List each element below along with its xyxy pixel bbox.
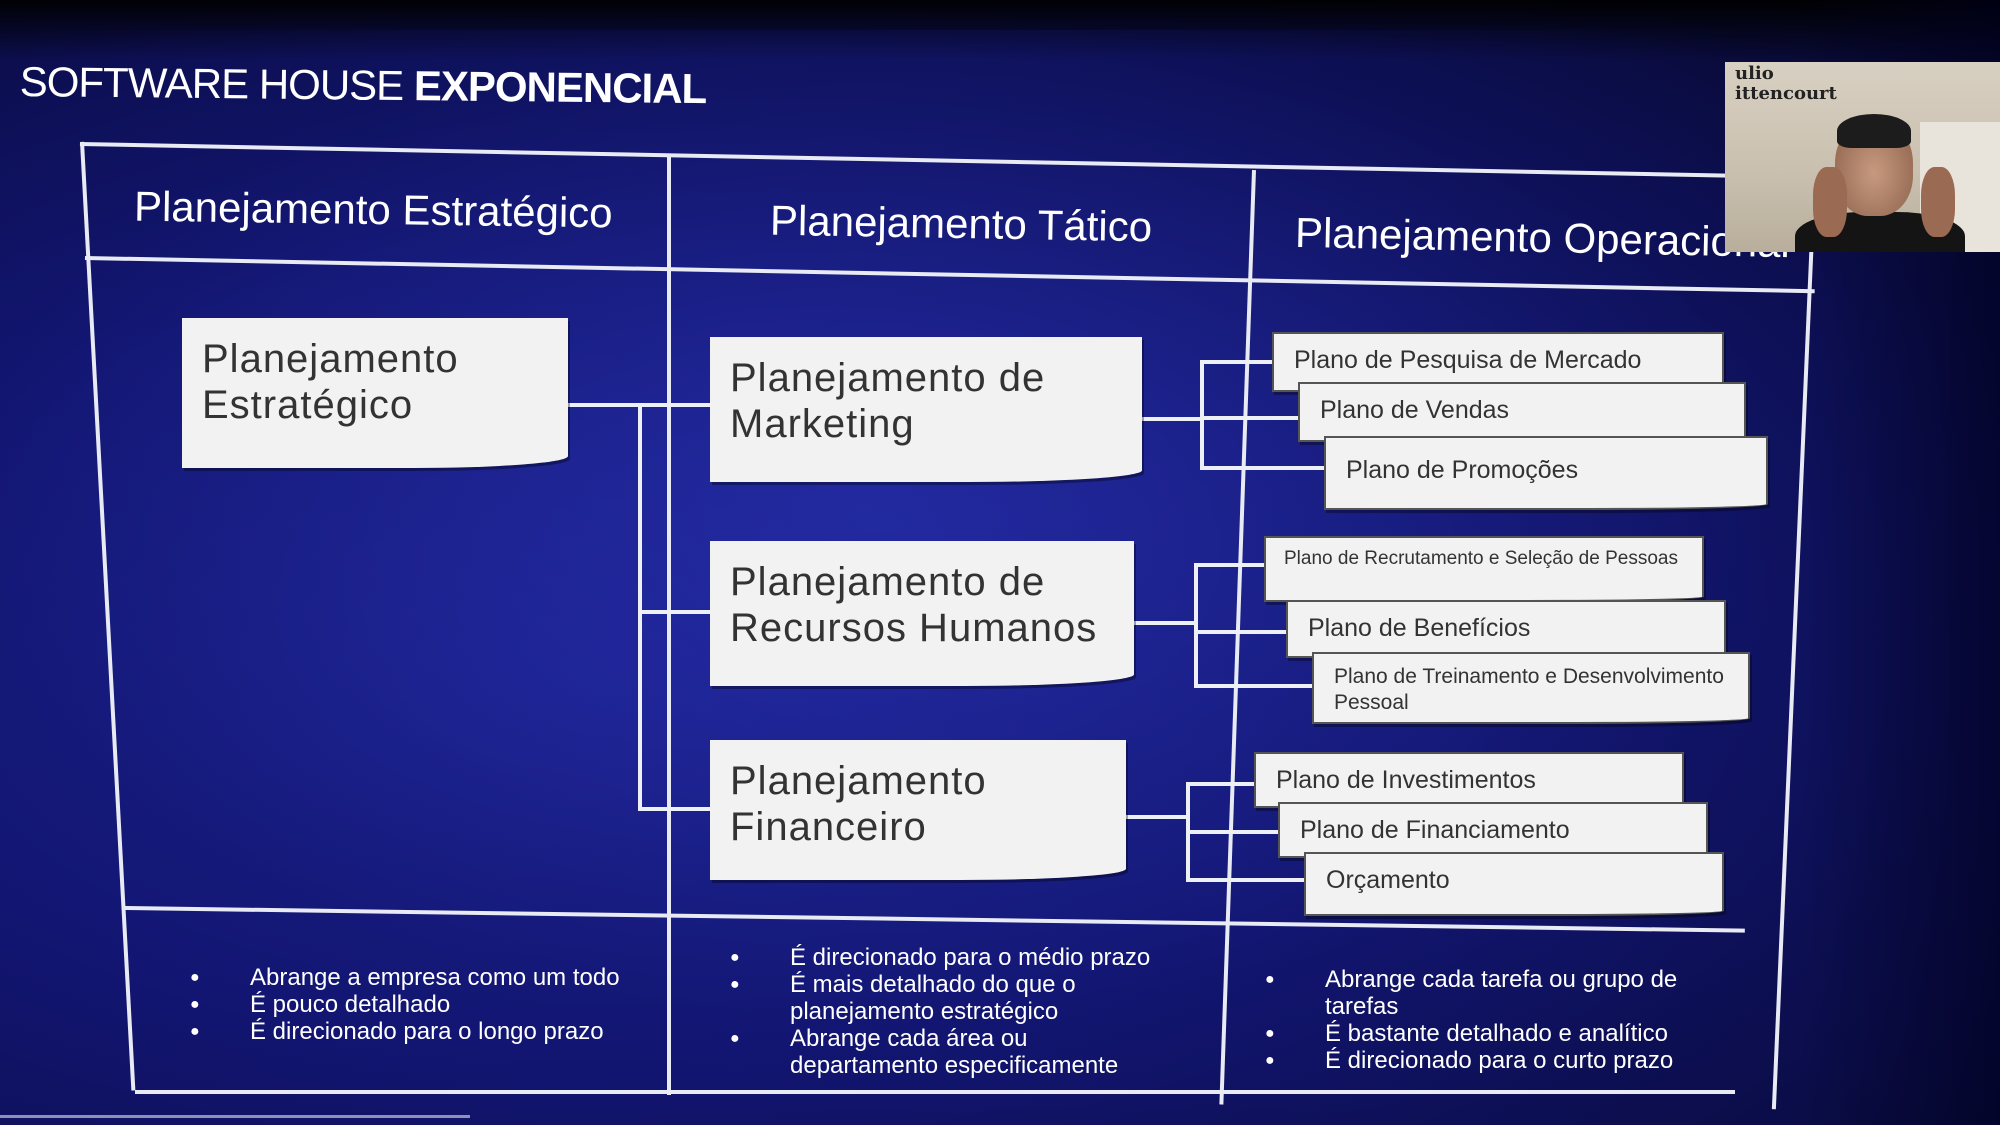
card-training-plan: Plano de Treinamento e Desenvolvimento P… xyxy=(1312,652,1750,724)
bullet-item: É direcionado para o longo prazo xyxy=(190,1018,660,1045)
bullet-item: É mais detalhado do que o planejamento e… xyxy=(730,971,1110,1025)
card-finance-line1: Planejamento xyxy=(730,759,987,803)
connector-hr-trunk xyxy=(1194,563,1198,688)
card-hr-line1: Planejamento de xyxy=(730,560,1046,604)
card-marketing-planning: Planejamento de Marketing xyxy=(710,337,1142,482)
card-financing-plan: Plano de Financiamento xyxy=(1278,802,1708,858)
connector-to-finance xyxy=(638,807,710,811)
bullet-item: Abrange cada área ou departamento especi… xyxy=(730,1025,1150,1079)
connector-hr-1 xyxy=(1194,563,1264,567)
card-strategic-line2: Estratégico xyxy=(202,383,414,427)
webcam-video-feed: ulio ittencourt xyxy=(1725,62,2000,252)
bullet-item: É direcionado para o médio prazo xyxy=(730,944,1200,971)
card-finance-line2: Financeiro xyxy=(730,805,927,849)
table-bottom-border xyxy=(135,1090,1735,1094)
column-title-tactical: Planejamento Tático xyxy=(769,196,1153,251)
connector-hr-out xyxy=(1132,621,1196,625)
presenter-hand-left xyxy=(1813,167,1847,237)
card-financial-planning: Planejamento Financeiro xyxy=(710,740,1126,880)
presenter-hand-right xyxy=(1921,167,1955,237)
bullet-item: É pouco detalhado xyxy=(190,991,660,1018)
bottom-strip xyxy=(0,1115,470,1118)
column-divider-1 xyxy=(667,155,671,1095)
bullet-item: É bastante detalhado e analítico xyxy=(1265,1020,1715,1047)
connector-hr-3 xyxy=(1194,684,1312,688)
presenter-hair xyxy=(1837,114,1911,148)
bullet-item: É direcionado para o curto prazo xyxy=(1265,1047,1715,1074)
card-strategic-planning: Planejamento Estratégico xyxy=(182,318,568,468)
slide-heading-light: SOFTWARE HOUSE xyxy=(19,58,404,110)
bullet-item: Abrange a empresa como um todo xyxy=(190,964,660,991)
column-title-strategic: Planejamento Estratégico xyxy=(133,182,613,237)
bullets-tactical: É direcionado para o médio prazo É mais … xyxy=(730,944,1200,1079)
connector-marketing-1 xyxy=(1200,360,1272,364)
sign-line1: ulio xyxy=(1735,63,1774,84)
bullet-item: Abrange cada tarefa ou grupo de tarefas xyxy=(1265,966,1695,1020)
card-investment-plan: Plano de Investimentos xyxy=(1254,752,1684,808)
connector-trunk xyxy=(638,403,642,810)
bullets-operational: Abrange cada tarefa ou grupo de tarefas … xyxy=(1265,966,1715,1074)
connector-finance-2 xyxy=(1186,830,1278,834)
slide-heading-bold: EXPONENCIAL xyxy=(413,62,707,113)
card-hr-line2: Recursos Humanos xyxy=(730,606,1098,650)
card-budget: Orçamento xyxy=(1304,852,1724,916)
card-strategic-line1: Planejamento xyxy=(202,337,459,381)
connector-marketing-3 xyxy=(1200,466,1324,470)
card-benefits-plan: Plano de Benefícios xyxy=(1286,600,1726,658)
card-promotions-plan: Plano de Promoções xyxy=(1324,436,1768,510)
connector-finance-1 xyxy=(1186,782,1254,786)
card-marketing-line2: Marketing xyxy=(730,402,915,446)
connector-marketing-out xyxy=(1140,417,1202,421)
connector-marketing-2 xyxy=(1200,416,1298,420)
card-sales-plan: Plano de Vendas xyxy=(1298,382,1746,442)
card-hr-planning: Planejamento de Recursos Humanos xyxy=(710,541,1134,686)
connector-marketing-trunk xyxy=(1200,360,1204,468)
connector-to-hr xyxy=(638,610,710,614)
card-recruitment-plan: Plano de Recrutamento e Seleção de Pesso… xyxy=(1264,536,1704,602)
connector-finance-3 xyxy=(1186,878,1304,882)
slide-heading: SOFTWARE HOUSE EXPONENCIAL xyxy=(19,58,707,113)
bullets-strategic: Abrange a empresa como um todo É pouco d… xyxy=(190,964,660,1045)
connector-hr-2 xyxy=(1194,630,1286,634)
card-marketing-line1: Planejamento de xyxy=(730,356,1046,400)
sign-line2: ittencourt xyxy=(1735,83,1837,104)
background-sign: ulio ittencourt xyxy=(1735,64,1837,104)
connector-finance-out xyxy=(1125,815,1189,819)
